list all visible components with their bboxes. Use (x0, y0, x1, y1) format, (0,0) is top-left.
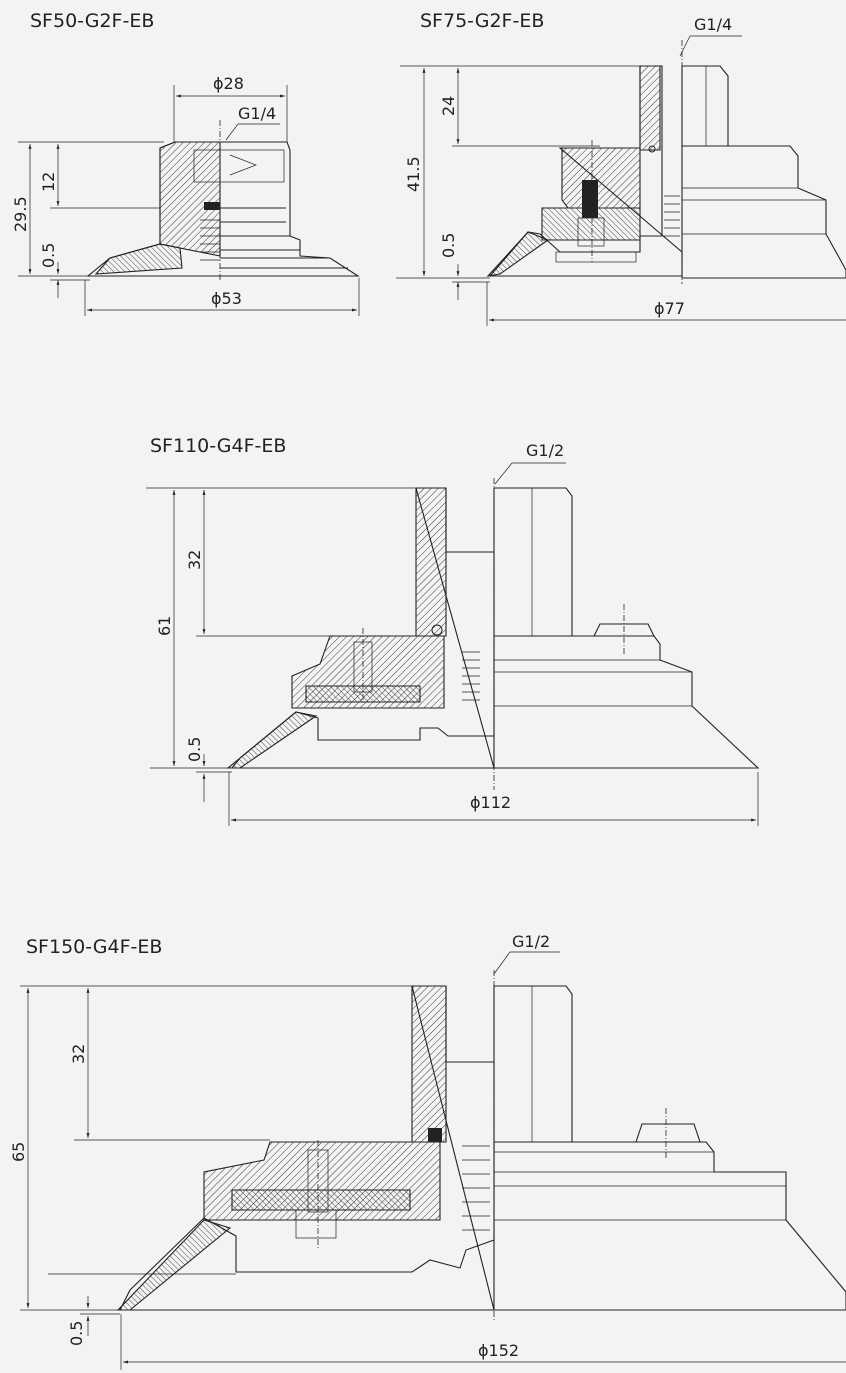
drawing-sf150: SF150-G4F-EB G1/2 65 32 0. (9, 932, 846, 1370)
diameter-bottom-label: ϕ53 (211, 289, 242, 308)
model-title: SF75-G2F-EB (420, 10, 544, 32)
height-total-label: 61 (155, 616, 174, 636)
diameter-bottom-label: ϕ112 (470, 793, 511, 812)
model-title: SF150-G4F-EB (26, 936, 162, 958)
height-total-label: 65 (9, 1142, 28, 1162)
diameter-top-label: ϕ28 (213, 74, 244, 93)
drawing-sf75: SF75-G2F-EB G1/4 41.5 24 0.5 (396, 10, 846, 326)
height-total-label: 41.5 (404, 156, 423, 192)
thread-label: G1/2 (512, 932, 550, 951)
height-upper-label: 32 (185, 550, 204, 570)
height-upper-label: 12 (39, 172, 58, 192)
model-title: SF110-G4F-EB (150, 435, 286, 457)
gap-label: 0.5 (439, 233, 458, 258)
drawing-sf50: SF50-G2F-EB ϕ28 G1/4 29.5 12 0.5 (11, 10, 360, 316)
gap-label: 0.5 (39, 243, 58, 268)
diameter-bottom-label: ϕ152 (478, 1341, 519, 1360)
height-total-label: 29.5 (11, 196, 30, 232)
height-upper-label: 32 (69, 1044, 88, 1064)
gap-label: 0.5 (67, 1321, 86, 1346)
gap-label: 0.5 (185, 737, 204, 762)
drawing-sf110: SF110-G4F-EB G1/2 61 32 0.5 (146, 435, 760, 826)
diameter-bottom-label: ϕ77 (654, 299, 685, 318)
thread-label: G1/4 (238, 104, 276, 123)
thread-label: G1/2 (526, 441, 564, 460)
thread-label: G1/4 (694, 15, 732, 34)
height-upper-label: 24 (439, 96, 458, 116)
model-title: SF50-G2F-EB (30, 10, 154, 32)
